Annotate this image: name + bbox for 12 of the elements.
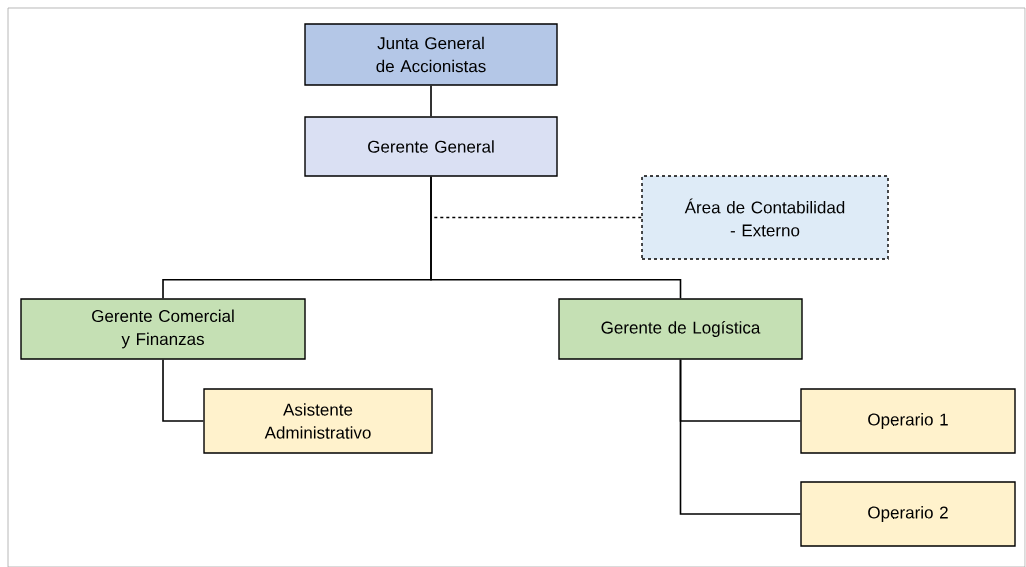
connector bbox=[162, 358, 205, 422]
staff-box: Operario 1 bbox=[800, 388, 1016, 454]
connector bbox=[430, 84, 432, 118]
staff-box: Asistente Administrativo bbox=[203, 388, 433, 454]
connector bbox=[430, 175, 682, 300]
staff-box: Operario 2 bbox=[800, 481, 1016, 547]
manager-box: Gerente Comercial y Finanzas bbox=[20, 298, 306, 360]
manager-box: Gerente General bbox=[304, 116, 558, 177]
connector bbox=[679, 358, 802, 515]
board-box: Junta General de Accionistas bbox=[304, 23, 558, 86]
department-box: Área de Contabilidad - Externo bbox=[641, 175, 889, 260]
manager-box: Gerente de Logística bbox=[558, 298, 803, 360]
